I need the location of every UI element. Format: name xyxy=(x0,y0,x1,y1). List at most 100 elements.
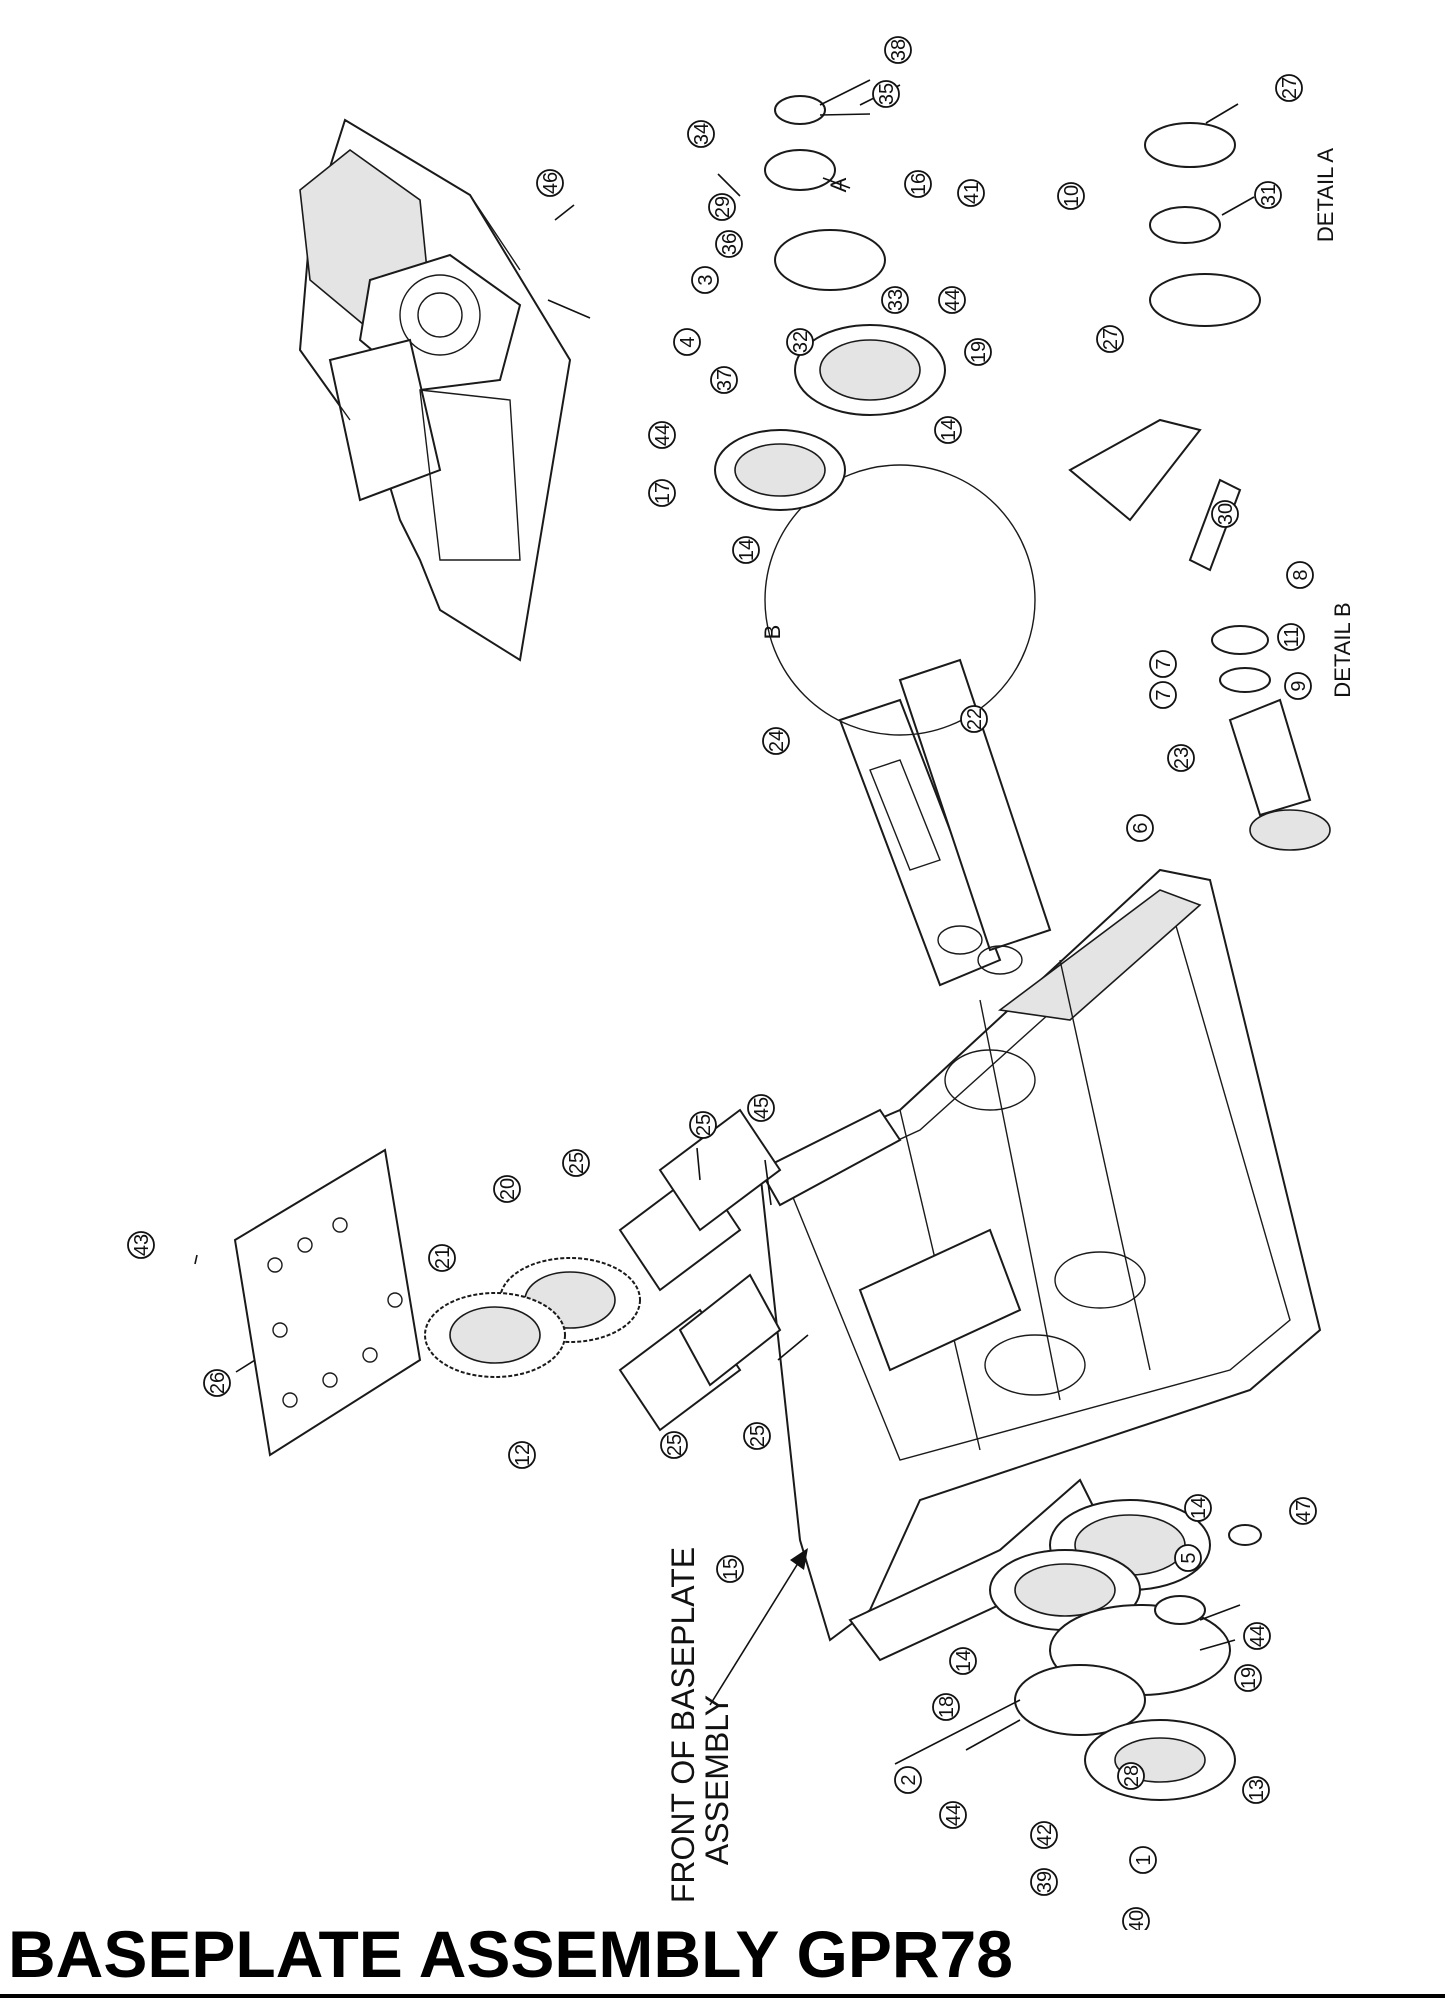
balloon-19b: 19 xyxy=(1234,1664,1262,1692)
balloon-15-label: 15 xyxy=(720,1558,742,1580)
balloon-29: 29 xyxy=(708,193,736,221)
upper-drive-group xyxy=(714,95,1331,851)
balloon-2: 2 xyxy=(894,1766,922,1794)
balloon-21-label: 21 xyxy=(432,1247,454,1269)
balloon-25d: 25 xyxy=(743,1422,771,1450)
balloon-28-label: 28 xyxy=(1121,1765,1143,1787)
balloon-4-label: 4 xyxy=(677,336,699,347)
balloon-25d-label: 25 xyxy=(747,1425,769,1447)
balloon-22-label: 22 xyxy=(964,708,986,730)
balloon-10-label: 10 xyxy=(1061,185,1083,207)
balloon-9: 9 xyxy=(1284,672,1312,700)
balloon-25a-label: 25 xyxy=(693,1114,715,1136)
front-arrow xyxy=(709,1548,808,1706)
balloon-37-label: 37 xyxy=(714,369,736,391)
balloon-14c-label: 14 xyxy=(1188,1497,1210,1519)
detail-b-label: DETAIL B xyxy=(1330,602,1355,697)
balloon-14c: 14 xyxy=(1184,1494,1212,1522)
balloon-25b-label: 25 xyxy=(566,1152,588,1174)
balloon-44a: 44 xyxy=(938,286,966,314)
balloon-15: 15 xyxy=(716,1555,744,1583)
assembled-baseplate-view xyxy=(298,118,572,662)
gear-train xyxy=(424,1257,641,1378)
balloon-32: 32 xyxy=(786,328,814,356)
detail-a-label: DETAIL A xyxy=(1313,148,1338,242)
balloon-42: 42 xyxy=(1030,1821,1058,1849)
balloon-27b: 27 xyxy=(1096,325,1124,353)
balloon-12-label: 12 xyxy=(512,1444,534,1466)
balloon-39-label: 39 xyxy=(1034,1871,1056,1893)
cover-plate xyxy=(233,1148,422,1457)
balloon-4: 4 xyxy=(673,328,701,356)
balloon-7b-label: 7 xyxy=(1153,689,1175,700)
balloon-13-label: 13 xyxy=(1246,1779,1268,1801)
balloon-28: 28 xyxy=(1117,1762,1145,1790)
balloon-33-label: 33 xyxy=(885,289,907,311)
balloon-1: 1 xyxy=(1129,1846,1157,1874)
balloon-36-label: 36 xyxy=(719,233,741,255)
callout-a-label: A xyxy=(826,177,851,192)
balloon-13: 13 xyxy=(1242,1776,1270,1804)
balloon-18: 18 xyxy=(932,1693,960,1721)
balloon-44b-label: 44 xyxy=(652,424,674,446)
balloon-34-label: 34 xyxy=(691,123,713,145)
balloon-14a: 14 xyxy=(934,416,962,444)
balloon-27a-label: 27 xyxy=(1279,77,1301,99)
front-label-line1: FRONT OF BASEPLATE xyxy=(665,1547,701,1903)
balloon-22: 22 xyxy=(960,705,988,733)
balloon-19b-label: 19 xyxy=(1238,1667,1260,1689)
balloon-7a-label: 7 xyxy=(1153,658,1175,669)
balloon-14b-label: 14 xyxy=(736,539,758,561)
leader-lines xyxy=(194,79,1255,1765)
balloon-7a: 7 xyxy=(1149,650,1177,678)
balloon-16: 16 xyxy=(904,170,932,198)
balloon-44d-label: 44 xyxy=(943,1804,965,1826)
balloon-6-label: 6 xyxy=(1130,822,1152,833)
title-underline xyxy=(0,1994,1445,1998)
balloon-24-label: 24 xyxy=(766,730,788,752)
balloon-19a-label: 19 xyxy=(968,341,990,363)
balloon-44a-label: 44 xyxy=(942,289,964,311)
balloon-44b: 44 xyxy=(648,421,676,449)
balloon-3-label: 3 xyxy=(695,274,717,285)
balloon-5-label: 5 xyxy=(1178,1552,1200,1563)
drawing-title: BASEPLATE ASSEMBLY GPR78 xyxy=(8,1917,1013,1991)
balloon-21: 21 xyxy=(428,1244,456,1272)
balloon-25b: 25 xyxy=(562,1149,590,1177)
balloon-25a: 25 xyxy=(689,1111,717,1139)
balloon-14d: 14 xyxy=(949,1647,977,1675)
balloon-45-label: 45 xyxy=(751,1097,773,1119)
front-hub-group xyxy=(989,1499,1262,1801)
bearing-blocks xyxy=(618,1108,782,1432)
balloon-16-label: 16 xyxy=(908,173,930,195)
balloon-39: 39 xyxy=(1030,1868,1058,1896)
balloon-12: 12 xyxy=(508,1441,536,1469)
balloon-27b-label: 27 xyxy=(1100,328,1122,350)
balloon-20: 20 xyxy=(493,1175,521,1203)
balloon-29-label: 29 xyxy=(712,196,734,218)
balloon-43-label: 43 xyxy=(131,1234,153,1256)
balloon-44d: 44 xyxy=(939,1801,967,1829)
balloon-11-label: 11 xyxy=(1281,627,1303,648)
balloon-23-label: 23 xyxy=(1171,747,1193,769)
balloon-36: 36 xyxy=(715,230,743,258)
balloon-34: 34 xyxy=(687,120,715,148)
balloon-31: 31 xyxy=(1254,181,1282,209)
balloon-14a-label: 14 xyxy=(938,419,960,441)
balloon-47-label: 47 xyxy=(1293,1500,1315,1522)
balloon-18-label: 18 xyxy=(936,1696,958,1718)
balloon-3: 3 xyxy=(691,266,719,294)
balloon-37: 37 xyxy=(710,366,738,394)
balloon-25c-label: 25 xyxy=(664,1434,686,1456)
balloon-8-label: 8 xyxy=(1290,569,1312,580)
balloon-41-label: 41 xyxy=(961,182,983,204)
balloon-6: 6 xyxy=(1126,814,1154,842)
balloon-2-label: 2 xyxy=(898,1774,920,1785)
balloon-1-label: 1 xyxy=(1133,1854,1155,1865)
balloon-31-label: 31 xyxy=(1258,184,1280,206)
shaft-group xyxy=(764,464,1052,987)
balloon-40-label: 40 xyxy=(1126,1910,1148,1930)
balloon-20-label: 20 xyxy=(497,1178,519,1200)
callout-b-label: B xyxy=(760,625,785,640)
balloon-35: 35 xyxy=(872,80,900,108)
